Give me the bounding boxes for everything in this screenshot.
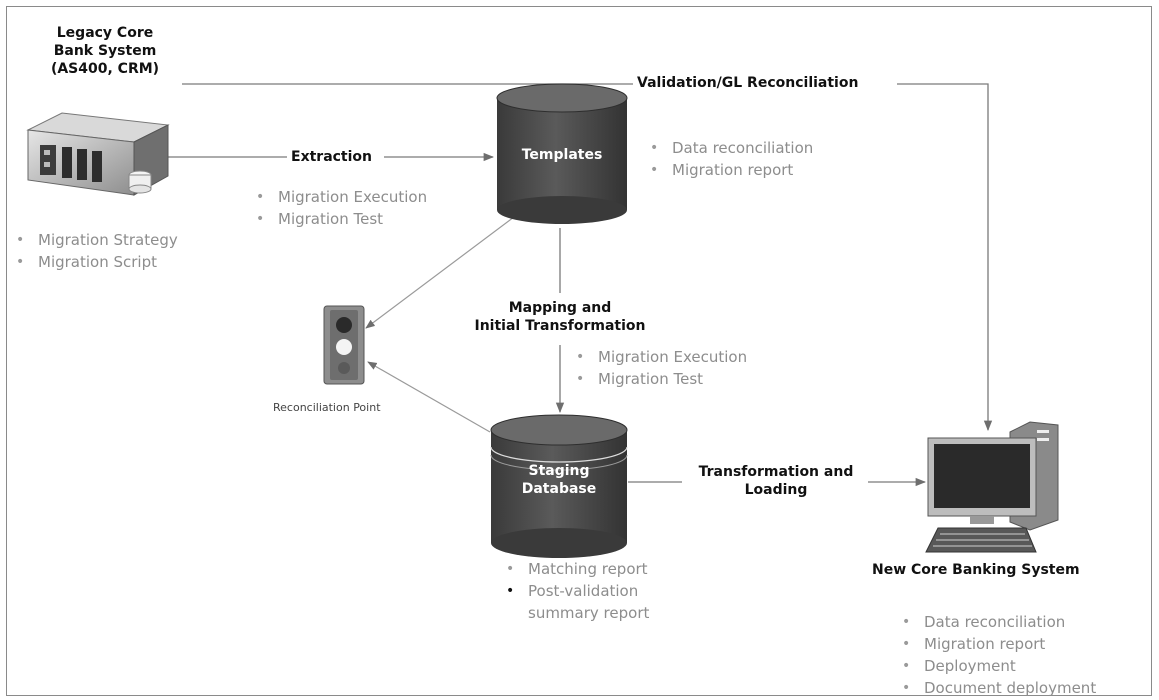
staging-database-label: Staging Database [491, 462, 627, 498]
legacy-bullet: Migration Script [10, 251, 178, 273]
new-core-bullet-list: Data reconciliation Migration report Dep… [896, 611, 1096, 699]
staging-label-line2: Database [521, 481, 597, 497]
mapping-bullet-list: Migration Execution Migration Test [570, 346, 747, 390]
legacy-bullet: Migration Strategy [10, 229, 178, 251]
transformation-label-line2: Loading [744, 482, 808, 498]
mapping-bullet: Migration Test [570, 368, 747, 390]
staging-bullet: Post-validation [500, 580, 649, 602]
templates-bullet: Data reconciliation [644, 137, 813, 159]
staging-label-line1: Staging [528, 463, 590, 479]
computer-icon [925, 421, 1059, 553]
mapping-label-line2: Initial Transformation [474, 318, 646, 334]
legacy-system-line2: Bank System [53, 43, 157, 59]
staging-bullet: Matching report [500, 558, 649, 580]
transformation-label: Transformation and Loading [680, 463, 872, 499]
legacy-system-line3: (AS400, CRM) [50, 61, 160, 77]
extraction-bullet: Migration Test [250, 208, 427, 230]
extraction-bullet-list: Migration Execution Migration Test [250, 186, 427, 230]
templates-label: Templates [521, 147, 603, 163]
templates-to-reconciliation-arrow [365, 213, 519, 329]
reconciliation-point-label: Reconciliation Point [273, 401, 381, 414]
templates-cylinder [496, 83, 628, 224]
new-core-bullet: Document deployment [896, 677, 1096, 699]
new-core-bullet: Deployment [896, 655, 1096, 677]
new-core-bullet: Data reconciliation [896, 611, 1096, 633]
templates-bullet-list: Data reconciliation Migration report [644, 137, 813, 181]
legacy-server-icon [26, 112, 170, 196]
staging-bullet-list: Matching report Post-validation summary … [500, 558, 649, 624]
legacy-system-line1: Legacy Core [56, 25, 154, 41]
traffic-light-icon [323, 305, 365, 385]
legacy-bullet-list: Migration Strategy Migration Script [10, 229, 178, 273]
new-core-bullet: Migration report [896, 633, 1096, 655]
legacy-system-label: Legacy Core Bank System (AS400, CRM) [22, 24, 188, 78]
staging-database-cylinder [490, 414, 628, 558]
mapping-label: Mapping and Initial Transformation [455, 299, 665, 335]
mapping-label-line1: Mapping and [508, 300, 612, 316]
new-core-banking-label: New Core Banking System [872, 562, 1080, 578]
transformation-label-line1: Transformation and [698, 464, 854, 480]
staging-to-reconciliation-arrow [367, 361, 491, 433]
templates-bullet: Migration report [644, 159, 813, 181]
mapping-bullet: Migration Execution [570, 346, 747, 368]
staging-bullet-continuation: summary report [528, 604, 650, 622]
extraction-bullet: Migration Execution [250, 186, 427, 208]
extraction-label: Extraction [291, 149, 373, 165]
validation-label: Validation/GL Reconciliation [637, 75, 859, 91]
